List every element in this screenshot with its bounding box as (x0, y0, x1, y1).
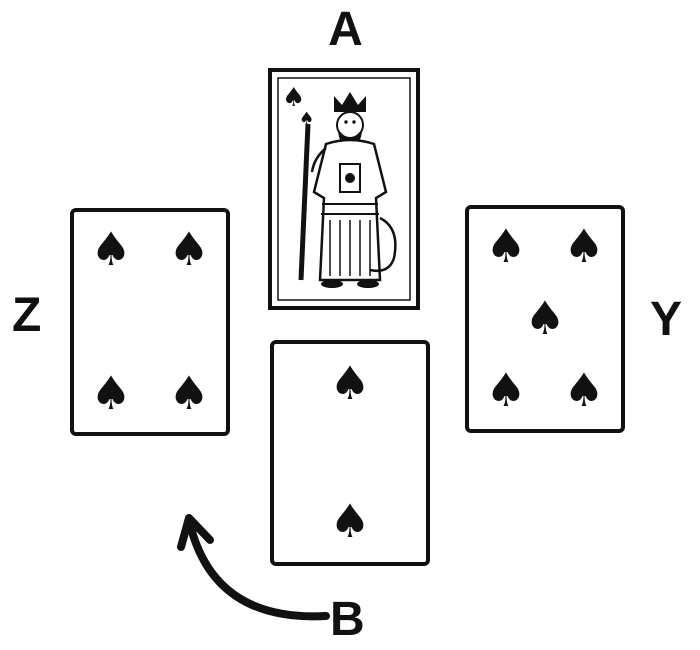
spade-pip-icon: ♠ (563, 219, 605, 273)
spade-pip-icon: ♠ (563, 363, 605, 417)
label-player-z: Z (12, 289, 43, 342)
spade-pip-icon: ♠ (329, 356, 371, 410)
king-foot (357, 280, 379, 288)
spade-icon: ♠ (282, 83, 305, 113)
label-player-a: A (328, 3, 364, 56)
king-medallion (345, 173, 355, 183)
card-king-of-spades: ♠ ♠ (268, 68, 420, 310)
spade-pip-icon: ♠ (485, 219, 527, 273)
arrow-head-icon (177, 514, 214, 551)
crown-icon (334, 92, 366, 112)
sceptre-icon (298, 123, 311, 281)
spade-pip-icon: ♠ (168, 222, 210, 276)
sceptre-spade-icon: ♠ (299, 109, 314, 129)
king-of-spades-art: ♠ ♠ (268, 68, 420, 310)
king-eye (352, 120, 356, 124)
spade-pip-icon: ♠ (90, 366, 132, 420)
spade-pip-icon: ♠ (485, 363, 527, 417)
king-robe (312, 138, 388, 282)
king-tabard (339, 163, 361, 193)
card-inner-border (277, 77, 411, 301)
spade-pip-icon: ♠ (329, 494, 371, 548)
card-four-of-spades: ♠ ♠ ♠ ♠ (70, 208, 230, 436)
card-two-of-spades: ♠ ♠ (270, 340, 430, 566)
king-eye (344, 120, 348, 124)
spade-pip-icon: ♠ (168, 366, 210, 420)
king-arm (310, 147, 327, 173)
card-five-of-spades: ♠ ♠ ♠ ♠ ♠ (465, 205, 625, 433)
king-cape (369, 216, 397, 272)
king-foot (321, 280, 343, 288)
spade-pip-icon: ♠ (524, 291, 566, 346)
label-player-b: B (330, 593, 366, 646)
spade-pip-icon: ♠ (90, 222, 132, 276)
label-player-y: Y (650, 293, 684, 346)
